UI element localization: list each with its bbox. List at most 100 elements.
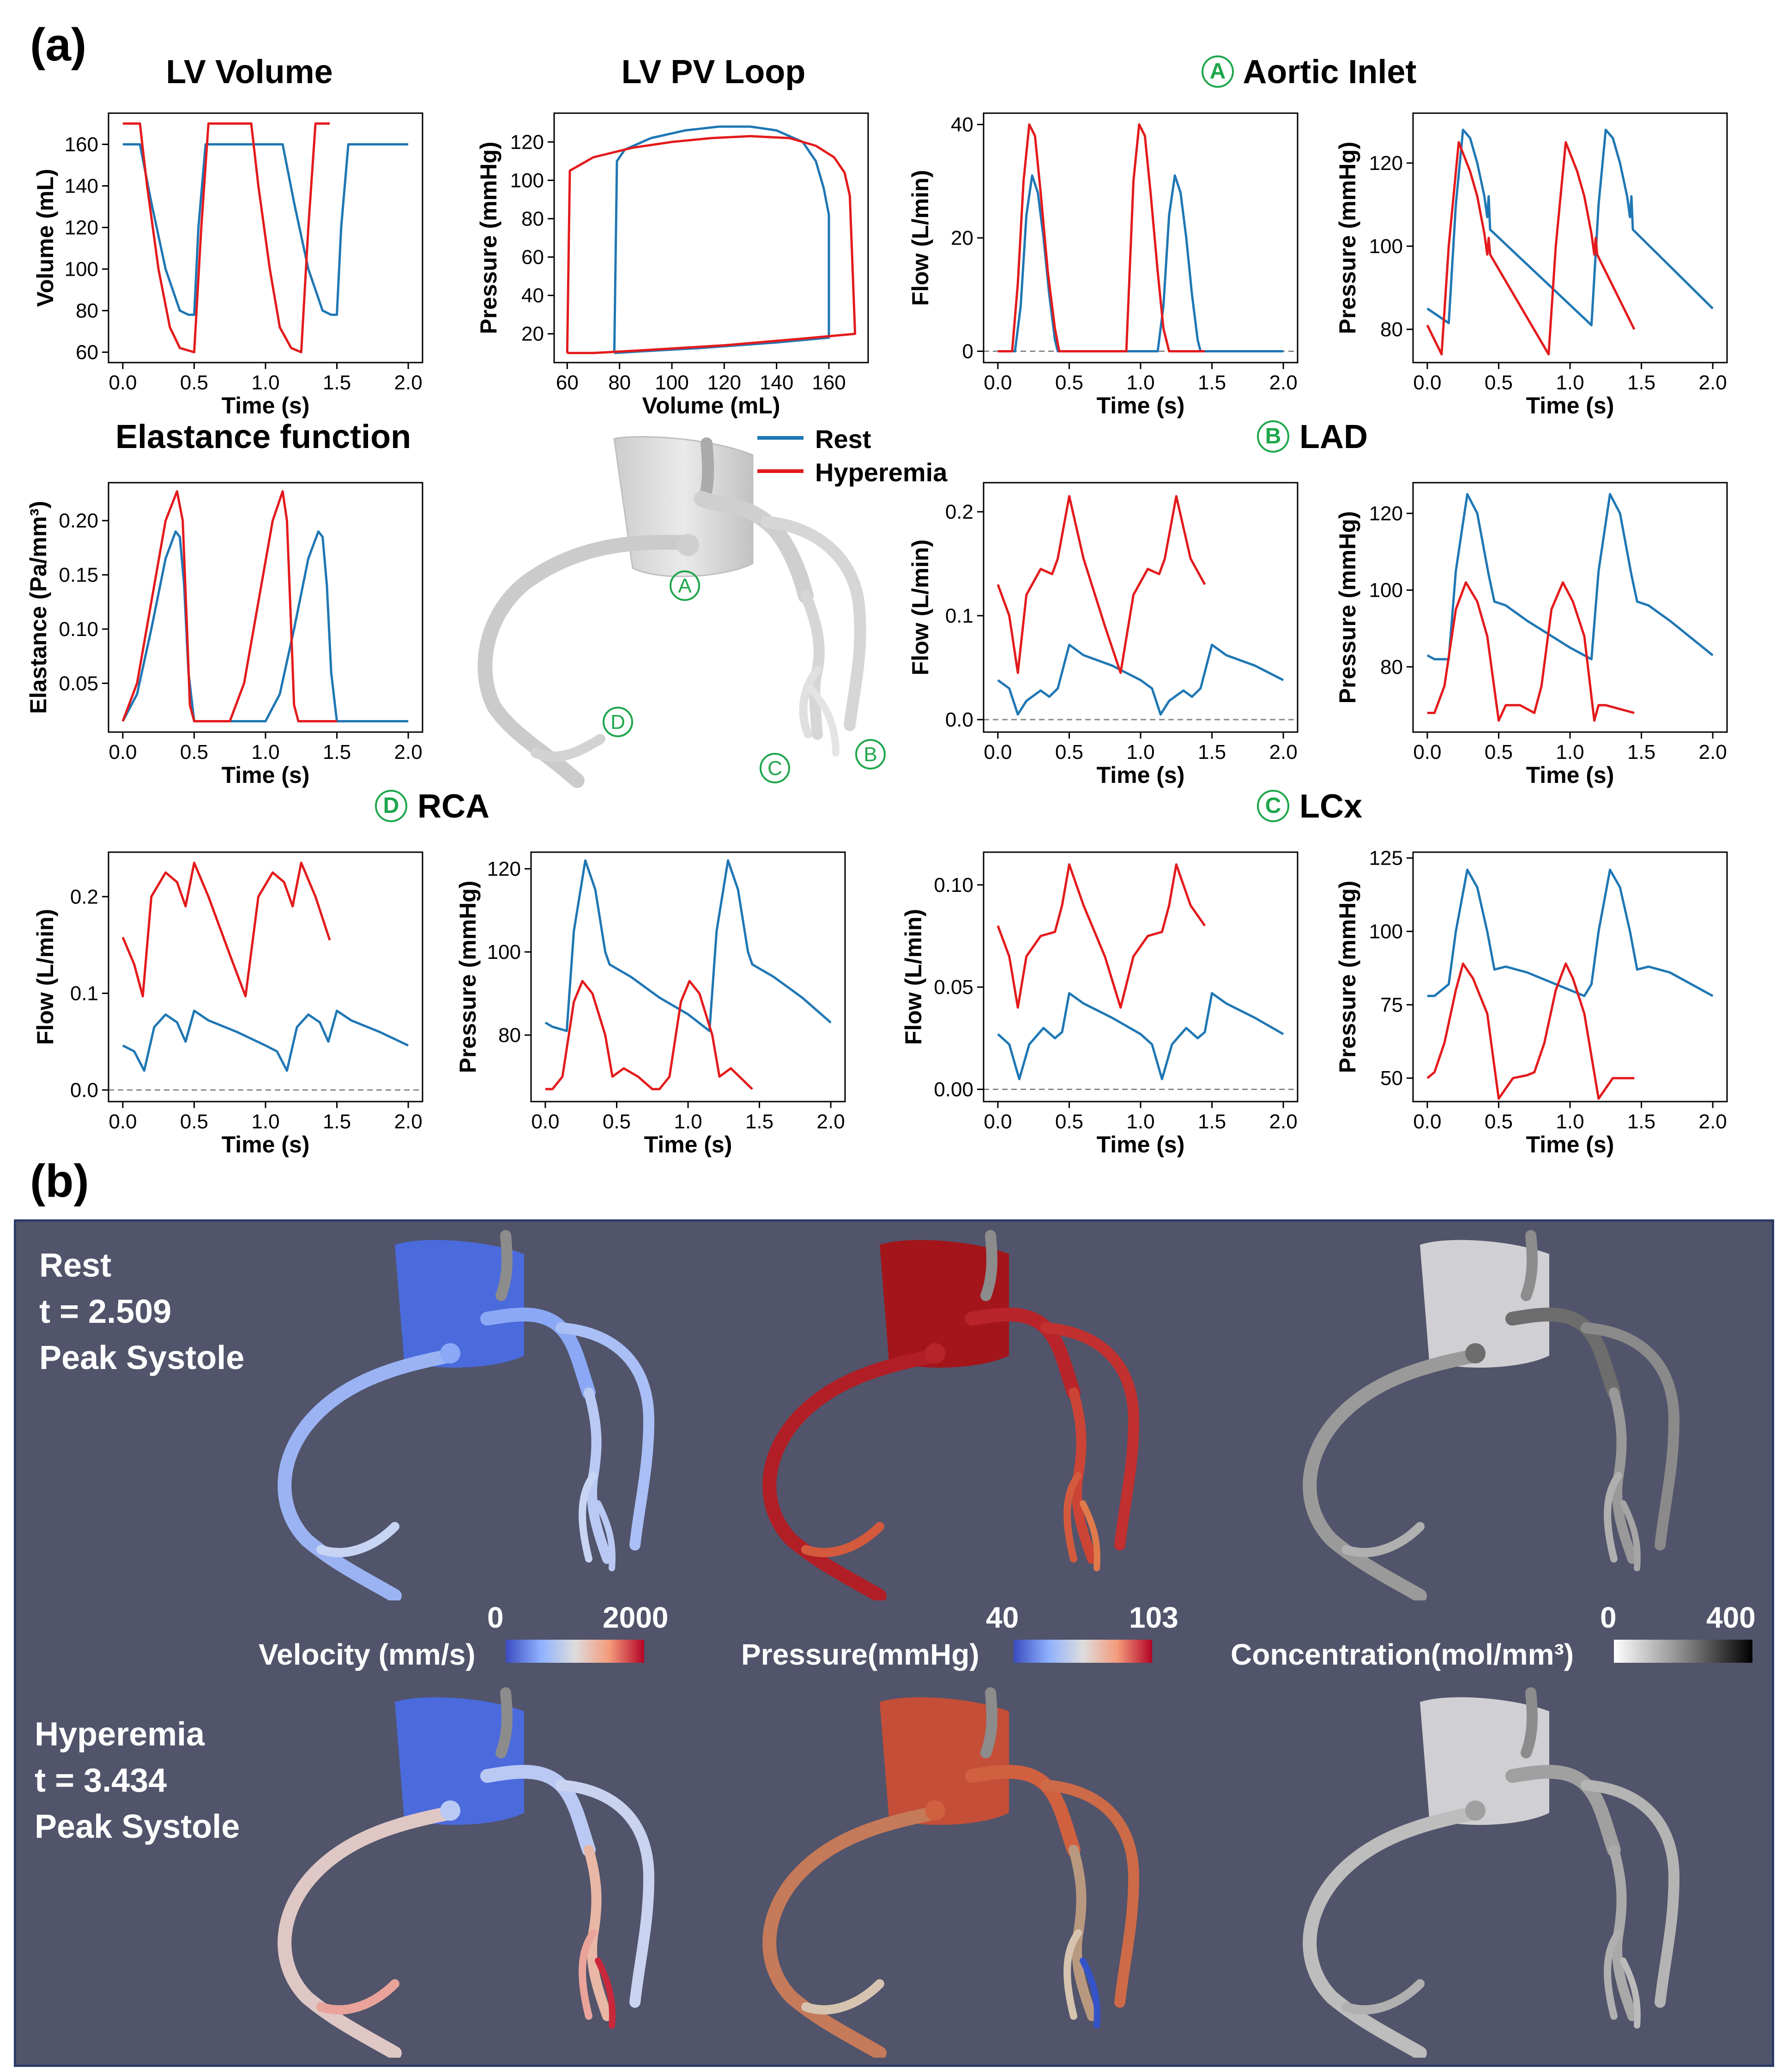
svg-text:C: C — [767, 757, 782, 780]
x-axis-label: Time (s) — [644, 1132, 732, 1157]
x-axis-label: Time (s) — [1526, 762, 1614, 788]
y-tick-label: 40 — [521, 285, 544, 307]
lcx-tip-shape — [1620, 1957, 1641, 2029]
series-line-hyperemia — [566, 135, 857, 354]
concentration-title: Concentration(mol/mm³) — [1231, 1638, 1574, 1671]
series-line-hyperemia — [1426, 962, 1635, 1100]
lcx-branch-shape — [1063, 1929, 1082, 2020]
x-tick-label: 0.0 — [984, 1110, 1012, 1133]
panel-b-rendering: Rest t = 2.509 Peak Systole Hyperemia t … — [14, 1219, 1774, 2067]
geometry-marker-d-icon: D — [603, 707, 633, 737]
y-tick-label: 0.2 — [945, 501, 973, 523]
rest-pressure-render — [741, 1226, 1157, 1603]
x-axis-label: Time (s) — [1097, 1132, 1185, 1157]
y-tick-label: 0.2 — [70, 885, 98, 908]
y-tick-label: 120 — [65, 217, 98, 239]
rca-branch-shape — [316, 1522, 399, 1557]
y-tick-label: 100 — [510, 169, 544, 192]
rca-shape — [278, 1806, 457, 2060]
x-tick-label: 0.5 — [603, 1110, 631, 1133]
aortic-root-shape — [1420, 1697, 1549, 1825]
marker-c-icon: C — [1257, 790, 1289, 822]
x-tick-label: 0.0 — [531, 1110, 559, 1133]
rca-shape — [278, 1349, 457, 1603]
x-tick-label: 0.5 — [180, 741, 208, 763]
x-tick-label: 2.0 — [1269, 741, 1298, 763]
x-tick-label: 1.0 — [1556, 1110, 1584, 1133]
title-lcx: C LCx — [1256, 788, 1362, 825]
x-tick-label: 1.0 — [1126, 741, 1154, 763]
x-tick-label: 1.5 — [323, 371, 351, 394]
x-axis-label: Time (s) — [1097, 762, 1185, 788]
y-tick-label: 80 — [1380, 318, 1403, 341]
lcx-vessel-shape — [800, 590, 825, 740]
series-line-hyperemia — [1427, 581, 1635, 722]
x-tick-label: 0.5 — [180, 1110, 208, 1133]
aortic-root-shape — [880, 1240, 1009, 1368]
rca-branch-shape — [316, 1979, 399, 2015]
y-tick-label: 0.05 — [934, 976, 973, 999]
y-tick-label: 0.05 — [59, 672, 98, 695]
aorta-stub-shape — [1521, 1230, 1538, 1301]
lcx-branch-shape — [579, 1929, 597, 2020]
title-rca: D RCA — [374, 788, 489, 825]
x-tick-label: 0.5 — [1485, 741, 1513, 763]
y-tick-label: 100 — [65, 258, 98, 281]
series-line-hyperemia — [545, 980, 753, 1091]
x-axis-label: Time (s) — [1097, 393, 1185, 418]
lcx-branch-shape — [1604, 1929, 1622, 2020]
series-line-rest — [122, 1009, 409, 1072]
x-axis-label: Time (s) — [222, 762, 310, 788]
ostium-shape — [1465, 1343, 1486, 1363]
hyperemia-pressure-render — [741, 1684, 1157, 2060]
x-tick-label: 0.0 — [984, 371, 1012, 394]
series-line-rest — [1427, 868, 1714, 997]
y-axis-label: Elastance (Pa/mm³) — [25, 501, 51, 714]
y-tick-label: 80 — [76, 300, 98, 322]
y-tick-label: 120 — [487, 858, 521, 880]
y-tick-label: 50 — [1380, 1067, 1403, 1090]
vessel-tree-svg — [278, 1230, 655, 1603]
lcx-branch-shape — [1604, 1472, 1622, 1563]
lcx-tip-shape — [1620, 1500, 1641, 1571]
title-lv-volume: LV Volume — [166, 54, 333, 91]
lad-shape — [556, 1322, 655, 1551]
geometry-marker-c-icon: C — [760, 753, 790, 783]
x-tick-label: 1.5 — [1198, 371, 1226, 394]
lcx-tip-shape — [1080, 1500, 1100, 1571]
y-tick-label: 100 — [1369, 921, 1403, 943]
hyperemia-velocity-render — [256, 1684, 672, 2060]
x-tick-label: 1.0 — [1556, 741, 1584, 763]
rca-shape — [762, 1806, 942, 2060]
y-axis-label: Flow (L/min) — [32, 909, 58, 1045]
x-tick-label: 0.5 — [1055, 741, 1083, 763]
x-tick-label: 1.5 — [1198, 741, 1226, 763]
x-axis-label: Time (s) — [1526, 1132, 1614, 1157]
series-line-rest — [122, 143, 409, 316]
y-tick-label: 60 — [521, 246, 544, 269]
y-axis-label: Flow (L/min) — [907, 539, 933, 675]
lcx-branch-shape — [579, 1472, 597, 1563]
x-tick-label: 80 — [608, 371, 631, 394]
aorta-stub-shape — [980, 1230, 997, 1301]
x-axis-label: Time (s) — [222, 393, 310, 418]
pressure-min-label: 40 — [986, 1601, 1019, 1634]
title-lcx-text: LCx — [1299, 788, 1363, 825]
x-axis-label: Time (s) — [222, 1132, 310, 1157]
lad-shape — [1581, 1780, 1680, 2008]
x-tick-label: 140 — [760, 371, 793, 394]
x-tick-label: 1.5 — [323, 1110, 351, 1133]
ostium-shape — [440, 1343, 460, 1363]
lad-vessel-shape — [761, 516, 866, 731]
